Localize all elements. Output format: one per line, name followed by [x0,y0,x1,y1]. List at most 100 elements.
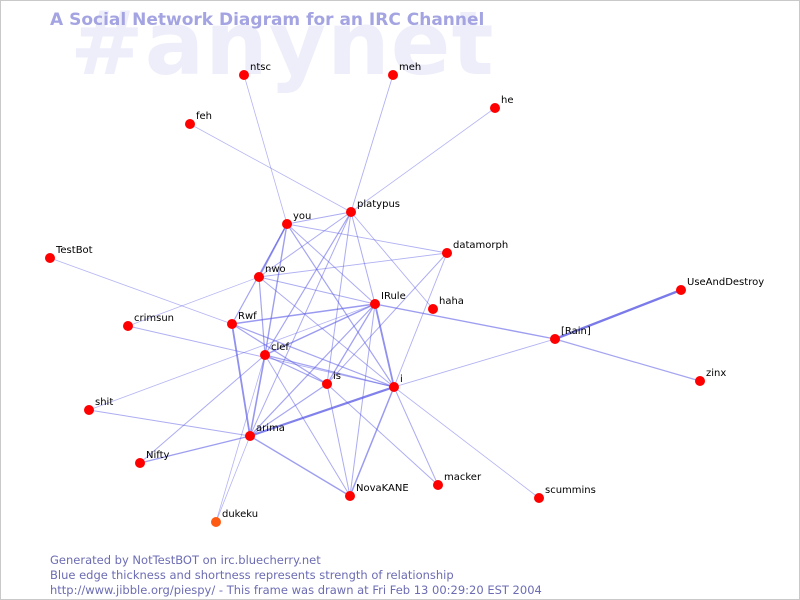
node-arima [245,431,255,441]
node-macker [433,480,443,490]
channel-watermark: #anynet [70,0,495,95]
edge-IRainI-IRule [374,303,556,340]
node-label-i: i [400,374,403,385]
footer-legend-note: Blue edge thickness and shortness repres… [50,568,454,582]
edge-you-clef [264,223,288,356]
node-label-IRainI: [Rain] [561,326,591,337]
node-Rwf [227,319,237,329]
node-he [490,103,500,113]
edge-IRainI-i [393,338,556,388]
nodes-layer: ntsc meh he feh platypus you datamorph TestBot n… [45,62,764,527]
edge-IRainI-zinx [554,338,701,382]
edge-clef-NovaKANE [264,354,351,497]
node-you [282,219,292,229]
node-label-NovaKANE: NovaKANE [356,483,409,494]
node-NovaKANE [345,491,355,501]
node-label-platypus: platypus [357,199,400,210]
footer-generated-by: Generated by NotTestBOT on irc.bluecherr… [50,553,321,567]
node-label-zinx: zinx [706,368,726,379]
node-label-clef: clef [271,342,289,353]
node-label-meh: meh [399,62,421,73]
node-meh [388,70,398,80]
edge-platypus-is [326,211,352,385]
node-nwo [254,272,264,282]
edge-IRule-is [326,303,376,385]
node-is [322,379,332,389]
node-label-IRule: IRule [381,291,406,302]
node-label-nwo: nwo [265,264,286,275]
node-label-shit: shit [95,397,113,408]
edge-IRule-clef [264,303,376,356]
node-label-he: he [501,95,514,106]
node-feh [185,119,195,129]
edge-platypus-arima [249,211,352,437]
edge-platypus-you [286,211,352,225]
node-label-arima: arima [256,423,285,434]
edge-nwo-crimsun [127,276,260,327]
node-label-ntsc: ntsc [250,62,271,73]
edge-is-arima [249,383,328,437]
edge-datamorph-i [393,252,448,388]
node-crimsun [123,321,133,331]
edge-IRule-arima [249,303,376,437]
edge-is-macker [326,383,439,486]
edge-you-i [286,223,395,388]
node-haha [428,304,438,314]
edge-arima-shit [88,409,251,437]
node-label-scummins: scummins [545,485,596,496]
node-label-you: you [293,211,311,222]
edge-datamorph-nwo [258,252,448,278]
edge-is-NovaKANE [326,383,351,497]
edge-platypus-feh [189,123,352,213]
node-label-Nifty: Nifty [146,450,170,461]
edge-you-IRule [286,223,376,305]
node-label-feh: feh [196,111,212,122]
edge-platypus-haha [350,211,434,310]
edge-Rwf-arima [231,323,251,437]
node-label-TestBot: TestBot [55,245,93,256]
edge-IRule-i [374,303,395,388]
node-label-haha: haha [439,296,464,307]
edge-clef-i [264,354,395,388]
node-label-is: is [333,371,341,382]
edge-platypus-meh [350,74,394,213]
edge-IRule-Rwf [231,303,376,325]
edge-ntsc-you [243,74,288,225]
node-Nifty [135,458,145,468]
edge-i-NovaKANE [349,386,395,497]
edge-TestBot-Rwf [49,257,233,325]
edge-you-datamorph [286,223,448,254]
node-zinx [695,376,705,386]
edge-i-macker [393,386,439,486]
node-platypus [346,207,356,217]
edge-Rwf-is [231,323,328,385]
edge-IRainI-UseAndDestroy [553,288,683,341]
node-TestBot [45,253,55,263]
node-ntsc [239,70,249,80]
node-i [389,382,399,392]
edge-nwo-clef [258,276,266,356]
node-label-Rwf: Rwf [238,311,257,322]
edge-clef-Nifty [139,354,266,464]
node-clef [260,350,270,360]
edge-i-scummins [393,386,540,499]
edge-datamorph-is [326,252,448,385]
edge-arima-Nifty [139,435,251,464]
edges-layer [49,74,701,523]
edge-arima-NovaKANE [249,435,351,497]
edge-arima-dukeku [215,435,251,523]
node-label-dukeku: dukeku [222,509,258,520]
node-label-macker: macker [444,472,482,483]
edge-nwo-i [258,276,395,388]
node-label-datamorph: datamorph [453,240,508,251]
node-IRainI [550,334,560,344]
node-shit [84,405,94,415]
edge-clef-is [264,354,328,385]
diagram-title: A Social Network Diagram for an IRC Chan… [50,10,485,30]
edge-IRule-NovaKANE [349,303,376,497]
node-label-crimsun: crimsun [134,313,174,324]
node-dukeku [211,517,221,527]
node-scummins [534,493,544,503]
edge-platypus-IRule [350,211,376,305]
